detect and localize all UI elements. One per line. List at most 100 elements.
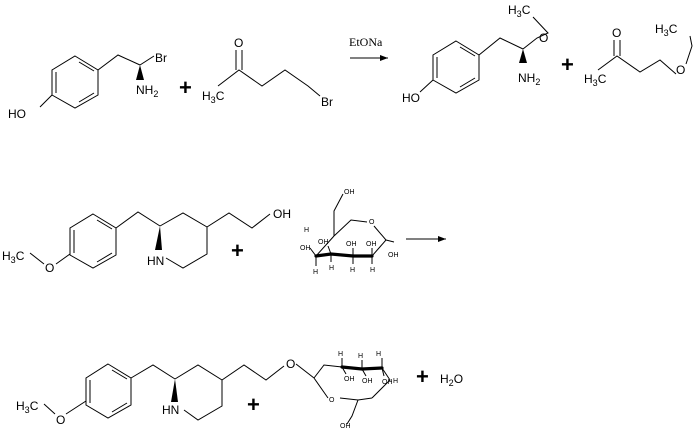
h-label: H — [304, 227, 309, 234]
methoxy-label: H3C — [16, 399, 39, 415]
ch2oh-oh-label: OH — [340, 423, 351, 429]
ring-bonds — [333, 219, 387, 257]
carbonyl-bond — [235, 50, 243, 70]
ring-o-label: O — [369, 219, 375, 226]
ether-o-label: O — [539, 31, 548, 45]
oxo-label: O — [612, 26, 621, 40]
benzene-ring — [85, 363, 132, 419]
substituent-bonds — [341, 358, 385, 377]
oh-label: OH — [366, 241, 377, 248]
h-label: H — [358, 353, 363, 360]
product-2-ethoxybutanone: O H3C H3C O — [584, 22, 693, 88]
benzene-double-bonds — [73, 219, 113, 263]
wedge-bond — [155, 226, 162, 250]
benzene-ring — [69, 213, 117, 269]
h-label: H — [350, 267, 355, 274]
product-3-glycoside-amine: H3C O HN O — [16, 357, 295, 427]
oxo-label: O — [234, 36, 243, 50]
oh-label: OH — [300, 245, 311, 252]
benzene-ring — [432, 40, 480, 94]
c-br-bond — [139, 55, 155, 66]
benzyl-bonds — [115, 211, 161, 229]
methyl-label-2: H3C — [655, 22, 678, 38]
reactant-2-bromobutanone: O H3C Br — [202, 36, 333, 109]
methoxy-bonds — [29, 252, 71, 265]
oh-label: OH — [344, 376, 355, 383]
amine-label: NH2 — [136, 83, 158, 99]
plus-sign-3: + — [231, 238, 244, 263]
methyl-label: H3C — [584, 72, 607, 88]
bromo-label: Br — [321, 95, 333, 109]
chain-bonds — [419, 37, 524, 93]
chain-bonds — [39, 54, 141, 108]
ring-bond-left — [315, 235, 335, 257]
piperidine-ring — [174, 364, 223, 421]
amine-label: NH2 — [518, 71, 540, 87]
carbonyl-bond — [613, 40, 621, 56]
reactant-4-glucose: OH O OH OH OH OH OH H H H H H — [300, 189, 399, 276]
h-label: H — [370, 267, 375, 274]
nh-label: HN — [147, 254, 164, 268]
plus-sign-1: + — [179, 75, 192, 100]
reactant-1-bromo-amine: HO Br NH2 — [8, 51, 167, 121]
bromo-label: Br — [155, 51, 167, 65]
plus-sign-5: + — [416, 364, 429, 389]
oh-label: OH — [388, 252, 399, 259]
hydroxyl-label: HO — [402, 91, 420, 105]
product-1-ethoxy-amine: HO O H3C NH2 — [402, 3, 549, 105]
methoxy-bonds — [43, 400, 87, 415]
wedge-bond — [136, 65, 144, 80]
ether-bonds — [685, 35, 693, 65]
ch2oh-bonds — [346, 399, 359, 425]
h-label: H — [313, 269, 318, 276]
ring-bold-edge — [314, 252, 374, 258]
benzene-double-bonds — [89, 369, 128, 413]
hydroxyl-label: OH — [273, 207, 291, 221]
h-label: H — [329, 265, 334, 272]
oh-bonds — [309, 239, 395, 257]
piperidine-ring — [159, 212, 208, 269]
oh-label: OH — [346, 241, 357, 248]
chain-bonds — [597, 55, 677, 75]
oh-label: OH — [318, 239, 329, 246]
ring-bonds — [313, 364, 391, 399]
benzene-double-bonds — [436, 46, 476, 88]
arrow-head — [380, 55, 388, 61]
h-bonds — [315, 230, 373, 266]
reagent-label: EtONa — [349, 35, 383, 49]
ether-o-label: O — [676, 63, 685, 77]
plus-sign-4: + — [247, 392, 260, 417]
reaction-arrow-2[interactable] — [406, 236, 446, 242]
ch2oh-bonds — [333, 193, 344, 236]
benzene-ring — [51, 55, 99, 109]
hydroxyl-label: HO — [8, 107, 26, 121]
h-label: H — [376, 351, 381, 358]
arrow-head — [438, 236, 446, 242]
methyl-label: H3C — [508, 3, 531, 19]
methoxy-o-label: O — [56, 413, 65, 427]
oh-label: OH — [362, 378, 373, 385]
oh-label: OH — [382, 379, 393, 386]
benzyl-bonds — [130, 364, 176, 380]
ether-o-label: O — [286, 357, 295, 371]
ethyl-chain — [221, 364, 285, 381]
reaction-arrow-1[interactable]: EtONa — [349, 35, 388, 61]
ring-o-label: O — [329, 397, 335, 404]
wedge-bond — [519, 49, 527, 63]
ether-bonds — [522, 16, 549, 50]
ethanol-chain — [206, 212, 271, 229]
ring-bonds-lower — [339, 397, 373, 401]
product-3-sugar-moiety: O OH H H H H OH OH OH — [295, 351, 398, 429]
methoxy-o-label: O — [45, 261, 54, 275]
glycosidic-bond — [295, 363, 315, 379]
ch2oh-oh-label: OH — [344, 189, 355, 196]
chain-bonds — [217, 69, 321, 97]
h-label: H — [338, 351, 343, 358]
wedge-bond — [171, 379, 178, 402]
plus-sign-2: + — [561, 52, 574, 77]
benzene-double-bonds — [55, 61, 95, 103]
nh-label: HN — [162, 403, 179, 417]
methoxy-label: H3C — [2, 249, 25, 265]
water-label: H2O — [440, 372, 463, 388]
